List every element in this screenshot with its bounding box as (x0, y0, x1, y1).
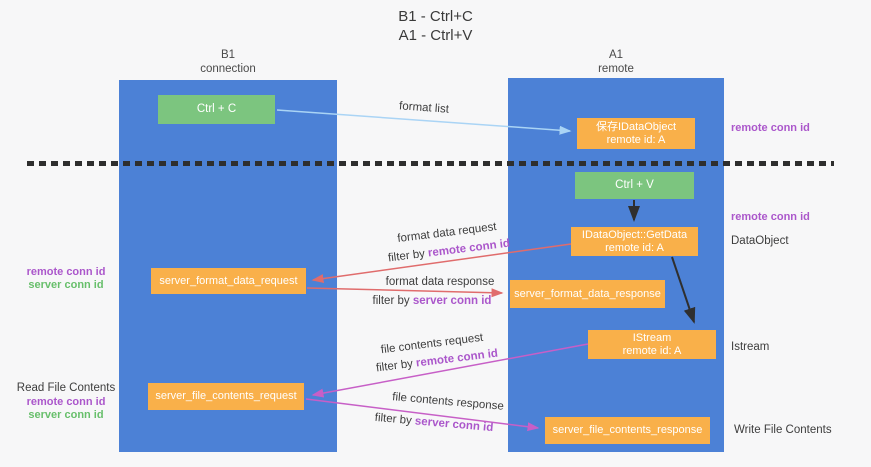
file-contents-response-label: file contents response (391, 391, 505, 413)
lane-a1-role: remote (598, 63, 634, 75)
istream-line1: IStream (632, 331, 672, 344)
filter-by-text: filter by (372, 295, 413, 307)
istream-annotation: Istream (731, 341, 770, 353)
file-contents-response-filter-label: filter by server conn id (374, 412, 493, 434)
lane-b1-name: B1 (220, 49, 236, 61)
left-conn-id-annotations-bottom: Read File Contents remote conn id server… (14, 381, 118, 422)
server-file-contents-response-box: server_file_contents_response (545, 417, 710, 444)
save-dataobject-box: 保存IDataObject remote id: A (577, 118, 695, 149)
istream-box: IStream remote id: A (588, 330, 716, 359)
left-server-conn-id-bottom: server conn id (28, 409, 104, 421)
server-format-data-response-box: server_format_data_response (510, 280, 665, 308)
save-dataobject-line2: remote id: A (606, 133, 666, 146)
filter-by-text: filter by (387, 247, 429, 265)
idataobject-getdata-box: IDataObject::GetData remote id: A (571, 227, 698, 256)
lane-b1-role: connection (200, 63, 256, 75)
diagram-title-line2: A1 - Ctrl+V (398, 27, 473, 44)
read-file-contents-annotation: Read File Contents (16, 382, 116, 394)
server-file-contents-request-box: server_file_contents_request (148, 383, 304, 410)
write-file-contents-annotation: Write File Contents (734, 424, 832, 436)
left-conn-id-annotations-mid: remote conn id server conn id (20, 266, 112, 292)
lane-header-a1: A1 remote (516, 48, 716, 76)
format-data-response-filter-label: filter by server conn id (373, 295, 492, 307)
ctrl-c-box: Ctrl + C (158, 95, 275, 124)
remote-conn-id-text: remote conn id (427, 237, 511, 260)
diagram-title-line1: B1 - Ctrl+C (398, 8, 473, 25)
left-remote-conn-id-mid: remote conn id (26, 266, 106, 278)
remote-conn-id-text: remote conn id (415, 347, 499, 370)
server-conn-id-text: server conn id (414, 415, 494, 435)
filter-by-text: filter by (374, 411, 416, 428)
save-dataobject-line1: 保存IDataObject (595, 120, 677, 133)
getdata-line1: IDataObject::GetData (581, 228, 688, 241)
dataobject-annotation: DataObject (731, 235, 789, 247)
left-remote-conn-id-bottom: remote conn id (26, 396, 106, 408)
server-conn-id-text: server conn id (412, 295, 492, 307)
server-format-data-request-box: server_format_data_request (151, 268, 306, 294)
diagram-title: B1 - Ctrl+C A1 - Ctrl+V (0, 7, 871, 45)
ctrl-v-box: Ctrl + V (575, 172, 694, 199)
right-remote-conn-id-top: remote conn id (731, 122, 810, 134)
format-data-response-label: format data response (385, 276, 495, 288)
istream-line2: remote id: A (622, 344, 682, 357)
filter-by-text: filter by (375, 357, 417, 375)
format-list-label: format list (398, 100, 450, 116)
lane-header-b1: B1 connection (128, 48, 328, 76)
right-remote-conn-id-mid: remote conn id (731, 211, 810, 223)
left-server-conn-id-mid: server conn id (28, 279, 104, 291)
getdata-line2: remote id: A (605, 241, 664, 254)
lane-a1-name: A1 (608, 49, 624, 61)
phase-divider-dashed-line (27, 161, 834, 166)
